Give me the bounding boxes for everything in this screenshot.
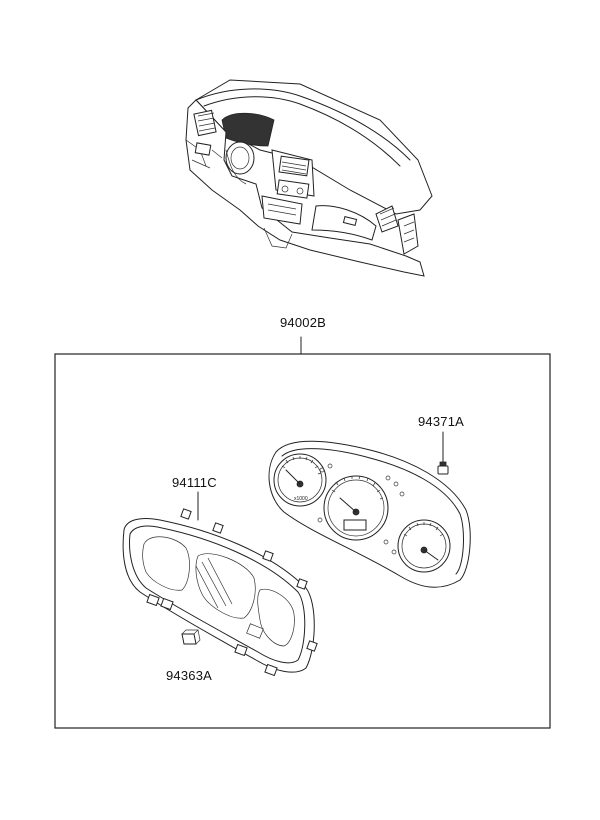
assembly-box (54, 353, 551, 729)
dashboard-illustration (185, 79, 433, 277)
cluster-face-illustration: x1000 (268, 440, 471, 588)
assembly-label: 94002B (280, 315, 327, 330)
bulb-socket-illustration (437, 461, 449, 475)
cluster-housing-illustration (122, 508, 318, 677)
clip-illustration (181, 629, 201, 645)
part-label-94371A: 94371A (418, 414, 465, 429)
svg-text:x1000: x1000 (294, 496, 308, 502)
part-label-94363A: 94363A (166, 668, 213, 683)
part-label-94111C: 94111C (172, 475, 217, 490)
